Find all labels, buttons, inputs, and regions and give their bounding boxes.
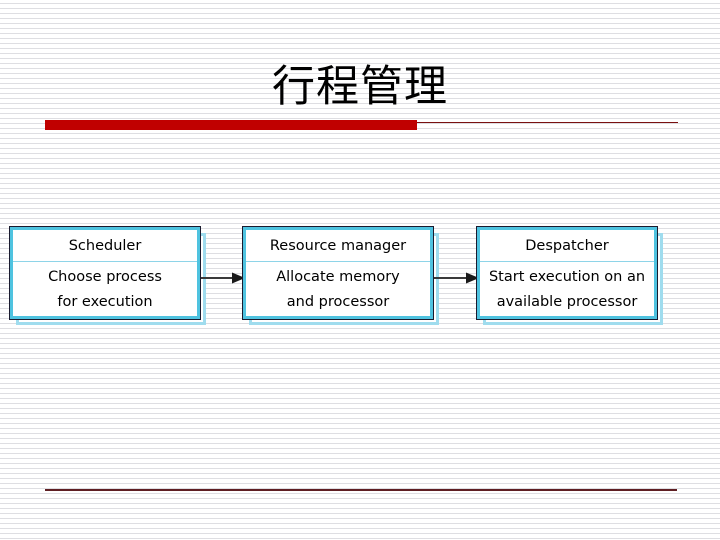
flow-node-body: Start execution on an available processo… [480, 262, 654, 316]
title-underline-accent-bar [45, 120, 417, 130]
flow-node-resource-manager[interactable]: Resource manager Allocate memory and pro… [242, 226, 434, 320]
flow-node-body-line: Allocate memory [276, 269, 400, 285]
arrow-right-icon [434, 272, 479, 284]
flow-node-despatcher[interactable]: Despatcher Start execution on an availab… [476, 226, 658, 320]
page-title: 行程管理 [272, 62, 448, 112]
flow-node-header: Resource manager [246, 230, 430, 262]
footer-divider [45, 489, 677, 491]
flow-node-body: Allocate memory and processor [246, 262, 430, 316]
flow-node-body-line: and processor [286, 294, 390, 310]
flow-node-header: Scheduler [13, 230, 197, 262]
flow-arrow-resource-manager-to-despatcher [434, 272, 479, 284]
flow-node-body-line: for execution [57, 294, 153, 310]
flow-node-scheduler[interactable]: Scheduler Choose process for execution [9, 226, 201, 320]
flow-node-header: Despatcher [480, 230, 654, 262]
arrow-right-icon [201, 272, 245, 284]
flow-node-body-line: available processor [496, 294, 638, 310]
flow-arrow-scheduler-to-resource-manager [201, 272, 245, 284]
flow-node-body: Choose process for execution [13, 262, 197, 316]
flow-node-body-line: Choose process [48, 269, 162, 285]
flow-node-body-line: Start execution on an [488, 269, 646, 285]
